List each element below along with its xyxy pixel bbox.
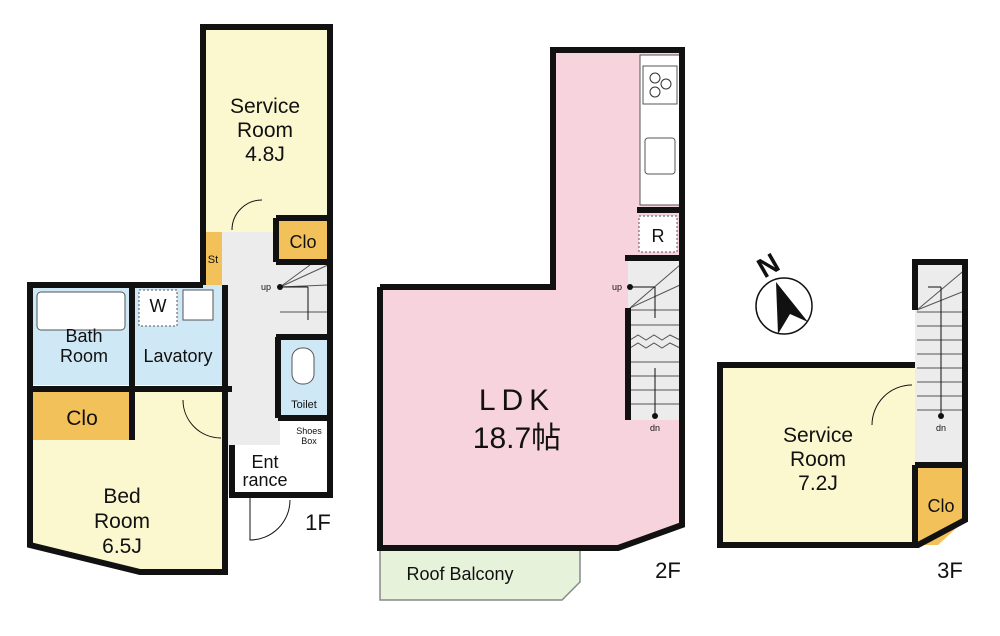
lavatory-label: Lavatory (143, 346, 212, 366)
ldk-room (380, 50, 682, 548)
closet-1f-top (278, 220, 328, 262)
roof-balcony-label: Roof Balcony (406, 564, 513, 584)
stair-treads-3f (916, 267, 968, 411)
north-arrow-icon: N (752, 247, 813, 335)
floor-2: LDK 18.7帖 R up dn Roof Balcony 2F (377, 47, 685, 601)
sink (182, 289, 214, 321)
kitchen-sink (644, 137, 676, 175)
washer-label: W (150, 296, 167, 316)
bedroom (30, 392, 225, 572)
stove (642, 65, 678, 105)
service-room-3f-label2: Room (790, 448, 846, 471)
shoes-box-label2: Box (301, 436, 317, 446)
service-room-3f-label: Service (783, 424, 853, 447)
floor-1: Service Room 4.8J Clo St up W Bath Room … (27, 24, 333, 575)
ldk-label: LDK (479, 384, 555, 417)
stairs-dn-label-3f: dn (936, 423, 946, 433)
refrigerator-space (638, 215, 678, 253)
closet-3f-label: Clo (927, 496, 954, 516)
stairs-1f (278, 262, 330, 337)
bedroom-label: Bed (103, 485, 140, 508)
washer-space (138, 289, 178, 327)
storage-label: St (208, 254, 218, 266)
bath-label2: Room (60, 346, 108, 366)
entrance-door[interactable] (249, 495, 291, 541)
service-room-1f-label: Service (230, 95, 300, 118)
floor-1-label: 1F (305, 510, 331, 535)
entrance-label: Ent (251, 452, 278, 472)
bath-label: Bath (65, 326, 102, 346)
shoes-box-label: Shoes (296, 426, 322, 436)
service-room-1f (203, 27, 330, 232)
entrance-label2: rance (242, 470, 287, 490)
closet-bedroom (30, 392, 132, 440)
service-room-1f-size: 4.8J (245, 143, 285, 166)
service-room-3f-size: 7.2J (798, 472, 838, 495)
refrigerator-label: R (652, 226, 665, 246)
entrance (232, 445, 330, 495)
floor-2-label: 2F (655, 558, 681, 583)
bedroom-label2: Room (94, 510, 150, 533)
bedroom-size: 6.5J (102, 535, 142, 558)
floor-3-label: 3F (937, 558, 963, 583)
closet-bedroom-label: Clo (66, 407, 98, 430)
stairs-dn-label-2f: dn (650, 423, 660, 433)
bathtub (36, 291, 126, 331)
service-room-3f (720, 365, 915, 545)
closet-1f-top-label: Clo (289, 232, 316, 252)
toilet-fixture (291, 347, 315, 385)
toilet-label: Toilet (291, 399, 317, 411)
service-room-1f-label2: Room (237, 119, 293, 142)
ldk-size: 18.7帖 (473, 422, 561, 455)
stairs-up-label-2f: up (612, 282, 622, 292)
stairs-2f (628, 260, 680, 420)
floor-3: Service Room 7.2J Clo dn 3F (717, 259, 968, 583)
storage-1f (203, 232, 222, 285)
stairs-up-label-1f: up (261, 282, 271, 292)
